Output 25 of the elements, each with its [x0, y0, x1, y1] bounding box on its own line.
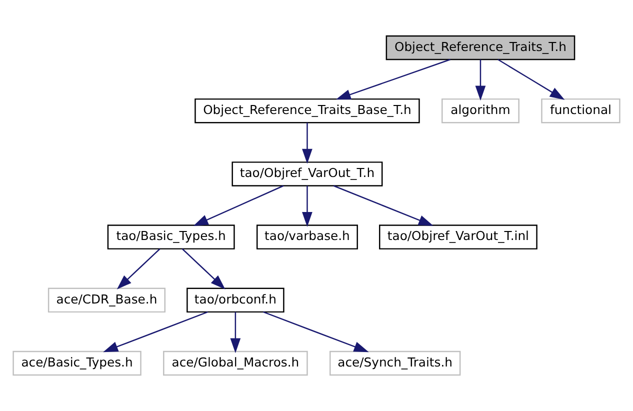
node-box: tao/Objref_VarOut_T.inl: [379, 224, 538, 250]
node-box: tao/varbase.h: [256, 224, 358, 250]
node-box: ace/Synch_Traits.h: [330, 350, 461, 376]
node-box: ace/Basic_Types.h: [12, 350, 142, 376]
node-box: tao/orbconf.h: [186, 288, 284, 313]
node-box: tao/Basic_Types.h: [107, 224, 235, 250]
node-box: algorithm: [442, 98, 520, 124]
arrow: [302, 122, 312, 164]
arrow: [182, 248, 226, 290]
arrow: [333, 185, 434, 226]
arrow: [336, 58, 450, 100]
node-box: ace/CDR_Base.h: [48, 288, 166, 313]
arrow: [302, 186, 312, 227]
node-box: functional: [541, 98, 620, 124]
arrow: [498, 58, 565, 100]
arrow: [263, 311, 369, 352]
arrow: [230, 312, 241, 354]
arrow: [103, 311, 208, 352]
arrow: [116, 248, 160, 290]
arrow: [475, 60, 486, 101]
arrow: [193, 185, 284, 226]
node-box: Object_Reference_Traits_T.h: [386, 35, 576, 60]
node-box: ace/Global_Macros.h: [163, 350, 308, 376]
node-box: tao/Objref_VarOut_T.h: [232, 162, 383, 186]
node-box: Object_Reference_Traits_Base_T.h: [194, 98, 420, 124]
